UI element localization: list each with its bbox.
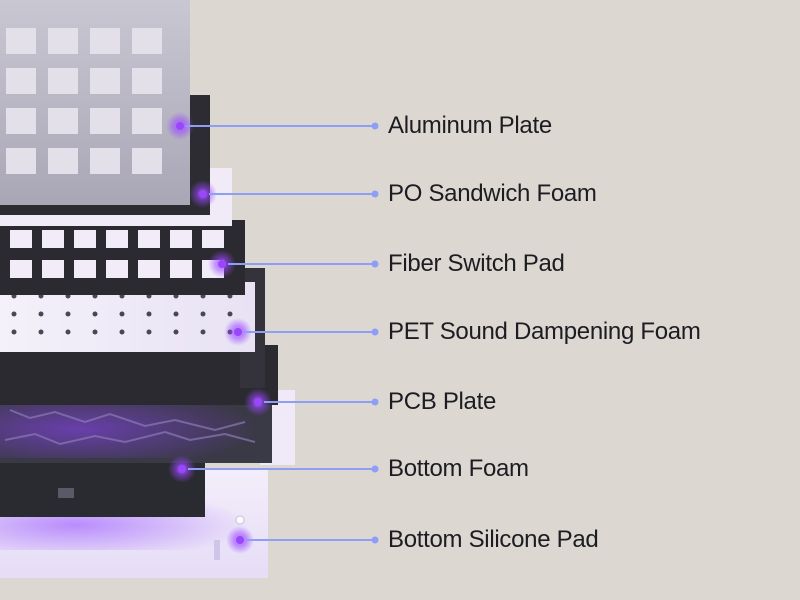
po-sandwich-foam-marker-dot [199, 190, 207, 198]
pcb-plate-marker-dot [254, 398, 262, 406]
pad-hole [92, 311, 98, 317]
pad-hole [173, 311, 179, 317]
key-cutout [90, 28, 120, 54]
pad-hole [227, 311, 233, 317]
bottom-foam-marker-dot [178, 465, 186, 473]
key-cutout [48, 68, 78, 94]
key-cutout [48, 148, 78, 174]
key-cutout [6, 28, 36, 54]
key-cutout [106, 260, 128, 278]
pad-hole [11, 311, 17, 317]
bottom-silicone-pad-label: Bottom Silicone Pad [388, 526, 599, 553]
po-sandwich-foam-shape [0, 220, 245, 295]
po-sandwich-foam-line-endpoint [371, 190, 379, 198]
key-cutout [6, 148, 36, 174]
pcb-plate-label: PCB Plate [388, 388, 497, 415]
key-cutout [132, 28, 162, 54]
key-cutout [138, 230, 160, 248]
key-cutout [90, 68, 120, 94]
key-cutout [42, 260, 64, 278]
bottom-silicone-pad-marker-dot [236, 536, 244, 544]
key-cutout [10, 260, 32, 278]
pad-hole [200, 329, 206, 335]
key-cutout [90, 108, 120, 134]
pet-sound-dampening-foam-label: PET Sound Dampening Foam [388, 318, 701, 345]
key-cutout [48, 108, 78, 134]
po-sandwich-foam-label: PO Sandwich Foam [388, 180, 597, 207]
key-cutout [132, 148, 162, 174]
key-cutout [106, 230, 128, 248]
key-cutout [170, 230, 192, 248]
pad-hole [92, 329, 98, 335]
key-cutout [6, 108, 36, 134]
fiber-switch-pad-label: Fiber Switch Pad [388, 250, 565, 277]
pcb-plate-line-endpoint [371, 398, 379, 406]
aluminum-plate-line-endpoint [371, 122, 379, 130]
pet-sound-dampening-foam-line-endpoint [371, 328, 379, 336]
pad-hole [173, 329, 179, 335]
pad-hole [119, 329, 125, 335]
key-cutout [202, 230, 224, 248]
pad-hole [38, 311, 44, 317]
key-cutout [132, 108, 162, 134]
key-cutout [74, 230, 96, 248]
pad-hole [146, 329, 152, 335]
key-cutout [170, 260, 192, 278]
key-cutout [10, 230, 32, 248]
pad-hole [119, 311, 125, 317]
key-cutout [6, 68, 36, 94]
pad-hole [38, 329, 44, 335]
pet-sound-dampening-foam-marker-dot [234, 328, 242, 336]
key-cutout [132, 68, 162, 94]
bottom-foam-label: Bottom Foam [388, 455, 529, 482]
aluminum-plate-marker-dot [176, 122, 184, 130]
aluminum-plate-label: Aluminum Plate [388, 112, 552, 139]
pad-hole [200, 311, 206, 317]
key-cutout [48, 28, 78, 54]
fiber-switch-pad-marker-dot [218, 260, 226, 268]
pad-hole [65, 311, 71, 317]
bottom-silicone-pad-line-endpoint [371, 536, 379, 544]
aluminum-plate-shape [0, 0, 190, 205]
bottom-foam-line-endpoint [371, 465, 379, 473]
key-cutout [42, 230, 64, 248]
key-cutout [138, 260, 160, 278]
pad-hole [146, 311, 152, 317]
fiber-switch-pad-line-endpoint [371, 260, 379, 268]
pad-hole [65, 329, 71, 335]
pad-hole [11, 329, 17, 335]
pet-sound-dampening-foam-shape [0, 268, 278, 405]
key-cutout [90, 148, 120, 174]
key-cutout [74, 260, 96, 278]
